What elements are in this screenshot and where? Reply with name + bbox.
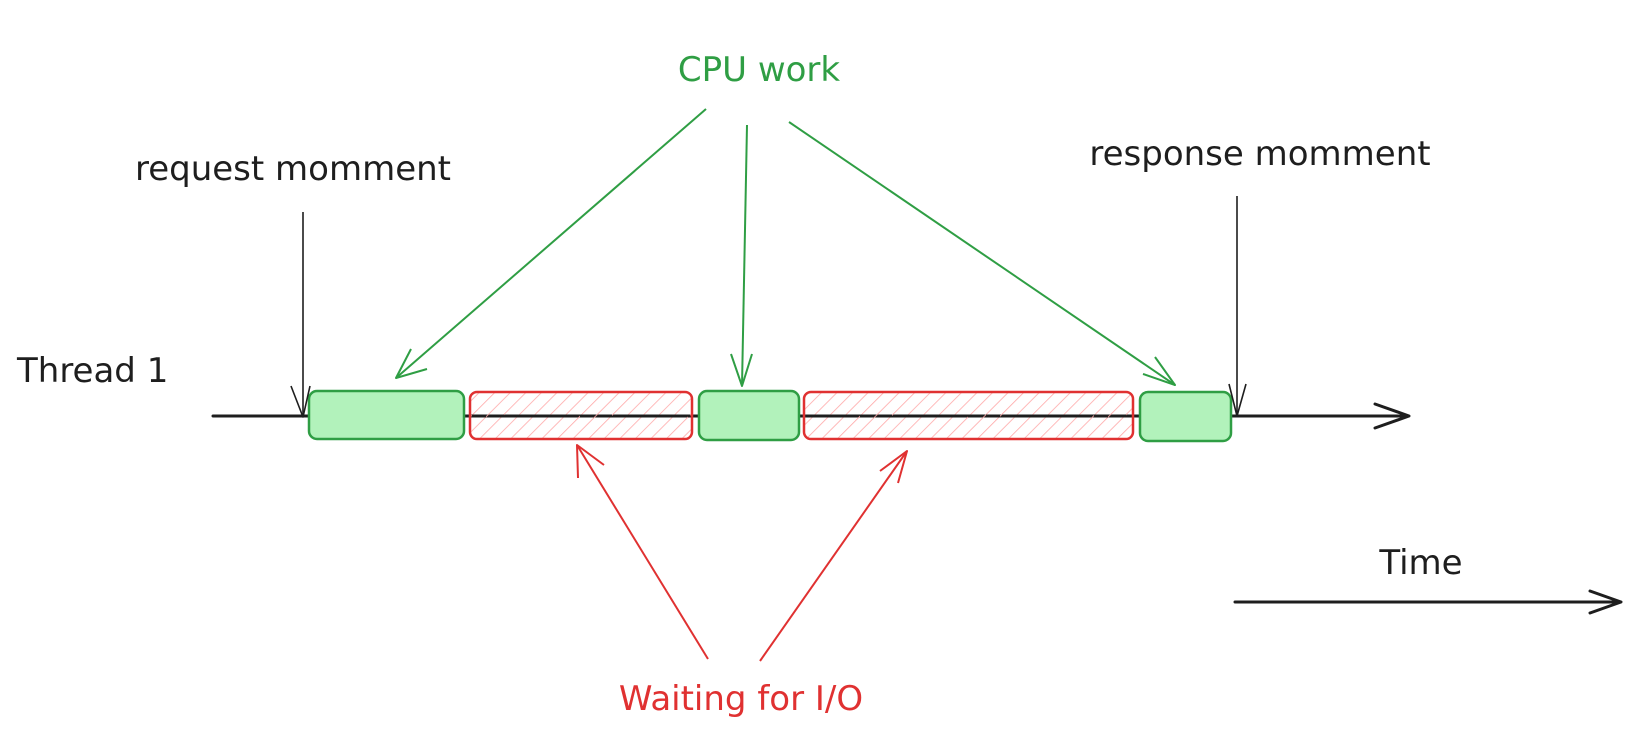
response-moment-label: response momment [1089, 134, 1430, 174]
time-label: Time [1378, 543, 1462, 583]
request-marker-arrow [290, 212, 311, 418]
io-arrow [576, 444, 709, 660]
cpu-arrow [788, 121, 1176, 386]
io-segment [802, 390, 1135, 441]
cpu-arrow [395, 108, 707, 379]
cpu-work-label: CPU work [678, 50, 841, 90]
cpu-arrow [730, 124, 753, 387]
cpu-segment [697, 389, 801, 442]
io-arrow [759, 450, 908, 662]
response-marker-arrow [1228, 196, 1247, 417]
thread-label: Thread 1 [16, 351, 168, 391]
io-segment [468, 390, 694, 441]
waiting-io-label: Waiting for I/O [619, 679, 863, 719]
time-axis-arrow [1233, 589, 1623, 615]
cpu-segment [1138, 390, 1233, 443]
cpu-segment [307, 389, 466, 441]
request-moment-label: request momment [135, 149, 451, 189]
